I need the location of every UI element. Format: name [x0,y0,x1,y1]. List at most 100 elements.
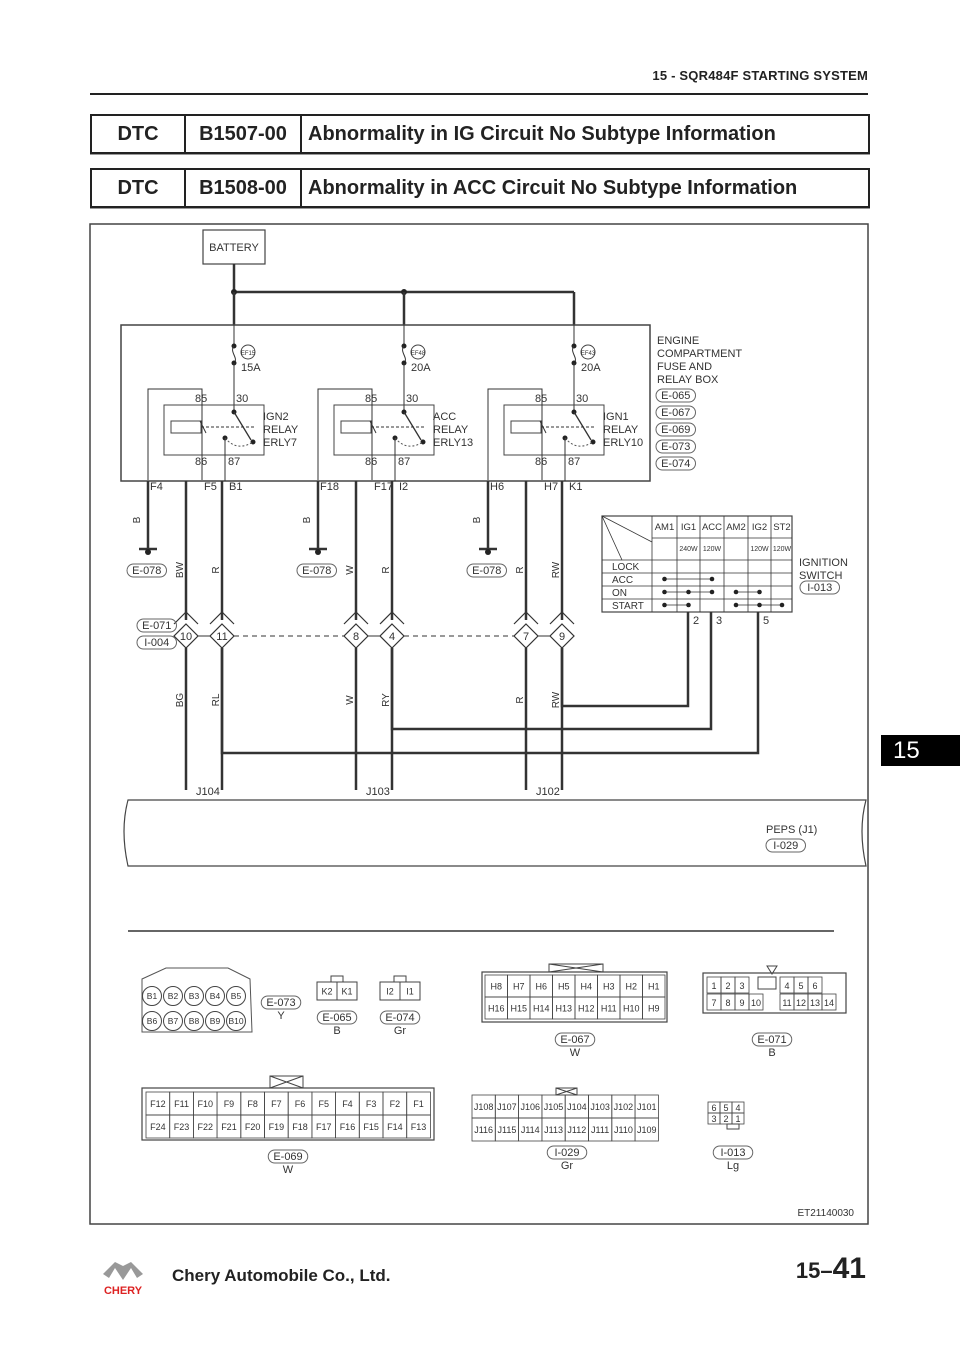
relay-pin-85: 85 [195,393,207,405]
connector-chevron [173,611,199,625]
fuse-box-connector [655,439,696,454]
ground-connector [466,563,507,578]
e067-pin: H7 [513,982,525,992]
i029-pin: J108 [474,1102,494,1112]
fuse-box-connector-text: E-065 [661,390,690,402]
fuse-id-circle [580,344,596,360]
e073-pin-label: B4 [210,991,221,1001]
e073-pin-label: B3 [189,991,200,1001]
fuse-box-connector [655,422,696,437]
peps-connector [765,838,806,853]
e069-pin: F12 [150,1099,166,1109]
e073-pin [184,986,204,1006]
relay-arm [233,411,252,441]
relay-pin-30: 30 [236,393,248,405]
i013-pin: 2 [723,1114,728,1124]
section-title: 15 - SQR484F STARTING SYSTEM [652,68,868,83]
inline-pin-number: 10 [180,631,192,643]
switch-contact [757,602,762,608]
e074-latch [393,975,407,983]
connector-chevron [513,611,539,625]
ignition-switch-label: SWITCH [799,570,842,582]
terminal-label: F4 [150,481,163,493]
relay-pin-87: 87 [398,456,410,468]
peps-connector-text: I-029 [773,840,798,852]
wire-color: RW [551,561,562,578]
e069-pin: F17 [316,1122,332,1132]
coil-wire [147,388,203,480]
ignition-switch-connector-text: I-013 [807,582,832,594]
e071-cell [748,993,764,1011]
e071-pin: 9 [739,998,744,1008]
switch-column-label: AM2 [726,522,746,533]
switch-contact [686,589,691,595]
connector-chevron [549,611,575,625]
switch-pin: 5 [763,615,769,627]
relay-arm [573,411,592,441]
terminal-label: I2 [399,481,408,493]
e065-latch [330,975,344,983]
e069-pin: F21 [221,1122,237,1132]
e071-key [757,976,777,990]
switch-wire [560,612,690,708]
chapter-tab[interactable]: 15 [881,735,960,766]
e067-lock-icon [548,963,604,973]
switch-rating: 120W [750,546,769,553]
relay-coil [510,420,542,434]
wire-color: R [211,566,222,573]
e073-pin [226,1011,246,1031]
e067-pin: H13 [555,1004,572,1014]
e067-pin: H1 [648,982,660,992]
i029-pin: J112 [567,1125,586,1135]
e074-id-text: E-074 [385,1012,414,1024]
relay-pin-87: 87 [228,456,240,468]
e071-pin: 8 [725,998,730,1008]
e067-id [554,1032,596,1047]
i029-pin: J114 [521,1125,540,1135]
e069-pin: F16 [340,1122,356,1132]
switch-column-label: AM1 [655,522,675,533]
relay-pin-85: 85 [535,393,547,405]
switch-contact [733,602,739,608]
wire-color: BW [175,561,186,578]
dtc-row: DTC B1507-00 Abnormality in IG Circuit N… [90,114,870,154]
relay-coil [340,420,372,434]
fuse-box-connector-text: E-067 [661,407,690,419]
wire-color: BG [175,693,186,708]
diagram-frame [89,223,869,1225]
relay-label: RELAY [603,424,639,436]
terminal-label: F18 [320,481,339,493]
contact-dot [420,439,426,445]
dtc-label: DTC [92,116,186,152]
e073-pin-label: B7 [168,1016,179,1026]
ignition-switch-table [601,515,793,613]
e071-pin: 6 [812,981,817,991]
switch-column-label: ST2 [773,522,790,533]
wire-color: B [472,516,483,523]
e073-pin-label: B10 [228,1016,243,1026]
e071-pin: 13 [810,998,820,1008]
e074-pin: I2 [386,987,394,997]
fuse-box-label: ENGINE [657,335,699,347]
wire-color: B [132,516,143,523]
e069-pin: F2 [390,1099,401,1109]
i013-id-text: I-013 [720,1147,745,1159]
dtc-description: Abnormality in ACC Circuit No Subtype In… [308,176,798,199]
table-diag [601,515,653,543]
terminal-label: B1 [229,481,242,493]
e069-pin: F23 [174,1122,190,1132]
fuse-id: EF15 [241,351,256,357]
fuse-icon [572,345,576,364]
relay-label: IGN2 [263,411,289,423]
fuse-box-label: FUSE AND [657,361,712,373]
e073-pin-label: B5 [231,991,242,1001]
peps-terminal: J103 [366,786,390,798]
e071-cell [734,976,750,994]
fuse-box-label: RELAY BOX [657,374,719,386]
switch-column-label: IG1 [681,522,696,533]
relay-label: ERLY10 [603,437,643,449]
switch-contact [757,589,762,595]
ignition-switch-label: IGNITION [799,557,848,569]
i029-pin: J113 [544,1125,563,1135]
